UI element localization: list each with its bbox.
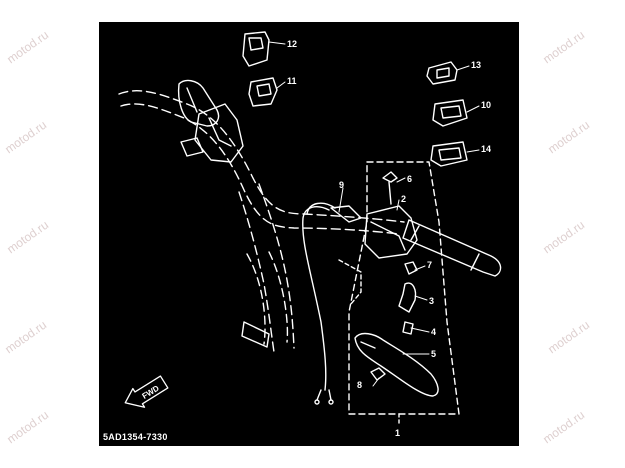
callout-11: 11	[287, 76, 297, 86]
left-grip	[177, 79, 220, 127]
watermark-text: motod.ru	[4, 407, 52, 447]
callout-8: 8	[357, 380, 363, 390]
callout-10: 10	[481, 100, 492, 110]
lever-bracket	[398, 282, 417, 313]
pivot-bolt	[402, 321, 414, 335]
callout-12: 12	[287, 39, 298, 49]
fwd-arrow-icon: FWD	[124, 375, 169, 408]
assembly-group-box	[348, 161, 460, 415]
callout-2: 2	[401, 194, 407, 204]
watermark-text: motod.ru	[4, 217, 52, 257]
handlebar-exploded-view: FWD	[118, 31, 502, 427]
callout-5: 5	[431, 349, 437, 359]
watermark-text: motod.ru	[4, 27, 52, 67]
watermark-text: motod.ru	[545, 117, 593, 157]
callout-13: 13	[471, 60, 482, 70]
watermark-text: motod.ru	[2, 117, 50, 157]
watermark-text: motod.ru	[2, 317, 50, 357]
callout-7: 7	[427, 260, 433, 270]
switch-12	[242, 31, 270, 67]
switch-13	[426, 61, 458, 85]
watermark-text: motod.ru	[545, 317, 593, 357]
callout-14: 14	[481, 144, 492, 154]
handlebar-lower-section	[268, 251, 289, 343]
watermark-text: motod.ru	[540, 217, 588, 257]
left-switch-housing	[194, 103, 244, 163]
handlebar-outline	[118, 90, 405, 353]
switch-14	[430, 141, 468, 167]
watermark-text: motod.ru	[540, 27, 588, 67]
switch-10	[432, 99, 468, 127]
callout-9: 9	[339, 180, 345, 190]
clutch-cable	[302, 206, 330, 391]
right-grip	[402, 219, 502, 277]
callout-6: 6	[407, 174, 413, 184]
nut-8	[370, 367, 386, 381]
watermark-text: motod.ru	[540, 407, 588, 447]
parts-diagram-panel: FWD 12 11 13 10 14 9 6 2 7 3 4 5 8 1 5AD…	[99, 22, 519, 446]
nut-7	[404, 261, 418, 275]
lever-holder	[364, 205, 418, 259]
callout-4: 4	[431, 327, 437, 337]
leader-lines	[268, 41, 480, 387]
callout-1: 1	[395, 428, 401, 438]
holder-bolt	[382, 171, 398, 205]
clutch-lever	[354, 332, 439, 397]
part-code: 5AD1354-7330	[103, 432, 168, 442]
switch-11	[248, 77, 278, 107]
callout-3: 3	[429, 296, 435, 306]
